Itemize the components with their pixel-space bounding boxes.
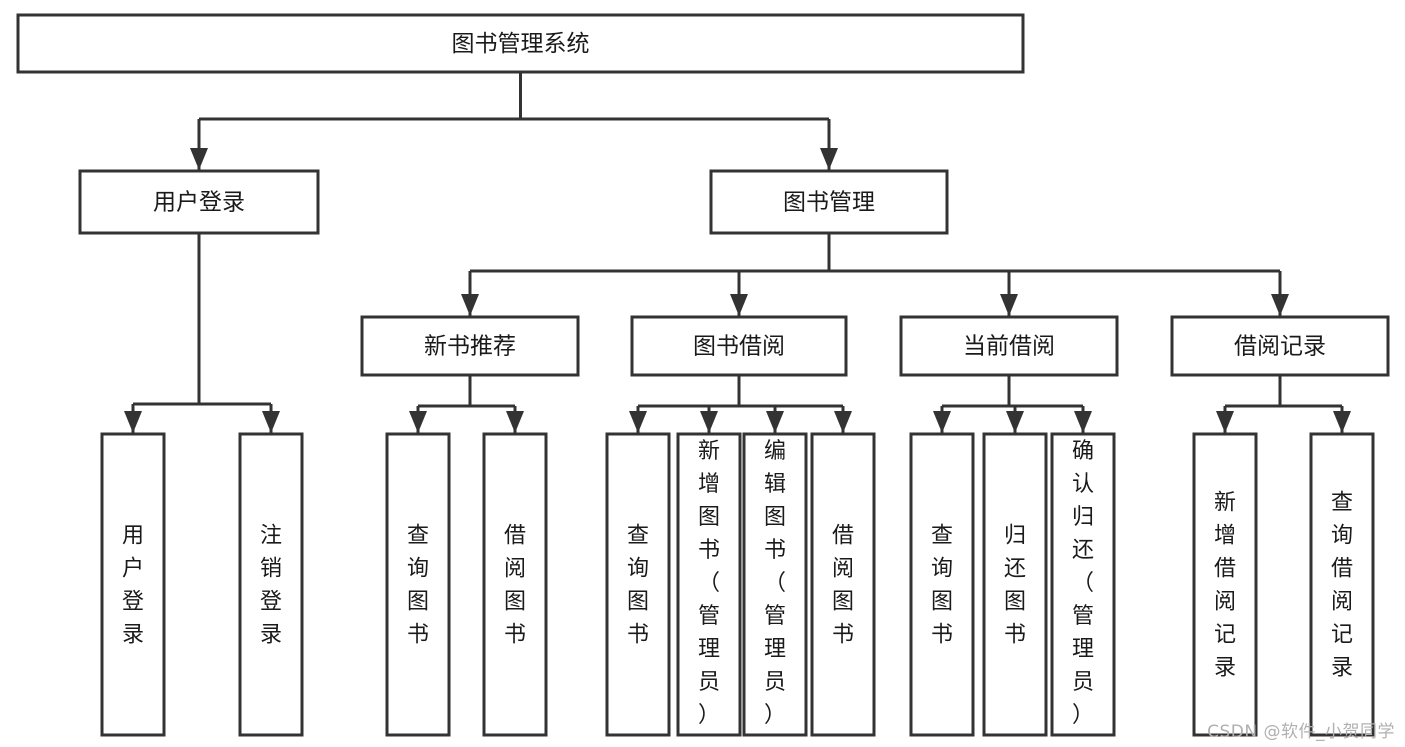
node-label-leaf-borrow-book: 借阅图书 (832, 524, 854, 648)
node-leaf-query-book-cur[interactable]: 查询图书 (909, 432, 975, 737)
arrow-head-icon-leaf-query-book-borrow (629, 411, 647, 433)
arrow-head-icon-book-borrow (730, 294, 748, 316)
arrow-head-icon-leaf-return-book (1006, 411, 1024, 433)
node-label-leaf-add-record: 新增借阅记录 (1214, 491, 1236, 681)
node-leaf-query-book-borrow[interactable]: 查询图书 (605, 432, 671, 737)
edges-layer (124, 72, 1351, 433)
arrow-head-icon-leaf-user-logout (262, 411, 280, 433)
node-label-leaf-add-book: 新增图书（管理员） (698, 439, 720, 728)
node-label-new-book-recommend: 新书推荐 (424, 334, 516, 360)
node-box-current-borrow (899, 315, 1119, 377)
arrow-head-icon-leaf-add-book (700, 411, 718, 433)
node-label-leaf-query-book-borrow: 查询图书 (627, 524, 649, 648)
node-label-leaf-user-login: 用户登录 (122, 524, 144, 648)
node-user-login[interactable]: 用户登录 (78, 169, 320, 235)
node-label-borrow-record: 借阅记录 (1234, 334, 1326, 360)
arrow-head-icon-leaf-borrow-book-rec (506, 411, 524, 433)
node-box-borrow-record (1170, 315, 1390, 377)
arrow-head-icon-new-book-recommend (461, 294, 479, 316)
node-leaf-confirm-return[interactable]: 确认归还（管理员） (1050, 432, 1116, 737)
node-book-borrow[interactable]: 图书借阅 (630, 315, 848, 377)
node-box-leaf-borrow-book-rec (482, 432, 548, 737)
node-box-leaf-edit-book (742, 432, 808, 737)
node-label-leaf-query-book-cur: 查询图书 (931, 524, 953, 648)
node-label-leaf-edit-book: 编辑图书（管理员） (764, 439, 786, 728)
node-box-leaf-add-record (1192, 432, 1258, 737)
node-box-root (16, 13, 1025, 74)
arrow-head-icon-leaf-edit-book (766, 411, 784, 433)
arrow-head-icon-leaf-confirm-return (1074, 411, 1092, 433)
node-box-book-borrow (630, 315, 848, 377)
arrow-head-icon-leaf-query-record (1333, 411, 1351, 433)
node-leaf-user-logout[interactable]: 注销登录 (238, 432, 304, 737)
node-leaf-add-record[interactable]: 新增借阅记录 (1192, 432, 1258, 737)
node-box-leaf-add-book (676, 432, 742, 737)
arrow-head-icon-leaf-query-book-rec (409, 411, 427, 433)
node-leaf-user-login[interactable]: 用户登录 (100, 432, 166, 737)
node-new-book-recommend[interactable]: 新书推荐 (360, 315, 580, 377)
node-leaf-add-book[interactable]: 新增图书（管理员） (676, 432, 742, 737)
node-box-book-manage (709, 169, 949, 235)
node-box-leaf-return-book (982, 432, 1048, 737)
node-leaf-borrow-book-rec[interactable]: 借阅图书 (482, 432, 548, 737)
node-box-leaf-query-book-rec (385, 432, 451, 737)
node-box-user-login (78, 169, 320, 235)
node-borrow-record[interactable]: 借阅记录 (1170, 315, 1390, 377)
nodes-layer: 图书管理系统用户登录图书管理新书推荐图书借阅当前借阅借阅记录用户登录注销登录查询… (16, 13, 1390, 737)
node-label-leaf-confirm-return: 确认归还（管理员） (1072, 439, 1094, 728)
arrow-head-icon-leaf-user-login (124, 411, 142, 433)
node-box-leaf-query-book-cur (909, 432, 975, 737)
node-box-leaf-query-record (1309, 432, 1375, 737)
node-label-root: 图书管理系统 (452, 31, 590, 57)
arrow-head-icon-book-manage (820, 148, 838, 170)
node-leaf-query-record[interactable]: 查询借阅记录 (1309, 432, 1375, 737)
arrow-head-icon-leaf-borrow-book (834, 411, 852, 433)
node-leaf-return-book[interactable]: 归还图书 (982, 432, 1048, 737)
arrow-head-icon-leaf-add-record (1216, 411, 1234, 433)
node-box-new-book-recommend (360, 315, 580, 377)
arrow-head-icon-leaf-query-book-cur (933, 411, 951, 433)
node-leaf-edit-book[interactable]: 编辑图书（管理员） (742, 432, 808, 737)
node-box-leaf-user-logout (238, 432, 304, 737)
arrow-head-icon-borrow-record (1271, 294, 1289, 316)
node-box-leaf-borrow-book (810, 432, 876, 737)
node-label-book-borrow: 图书借阅 (693, 334, 785, 360)
node-leaf-query-book-rec[interactable]: 查询图书 (385, 432, 451, 737)
node-box-leaf-user-login (100, 432, 166, 737)
node-box-leaf-confirm-return (1050, 432, 1116, 737)
node-label-current-borrow: 当前借阅 (963, 334, 1055, 360)
node-label-leaf-user-logout: 注销登录 (260, 524, 282, 648)
node-current-borrow[interactable]: 当前借阅 (899, 315, 1119, 377)
node-book-manage[interactable]: 图书管理 (709, 169, 949, 235)
node-leaf-borrow-book[interactable]: 借阅图书 (810, 432, 876, 737)
node-label-book-manage: 图书管理 (783, 190, 875, 216)
node-root[interactable]: 图书管理系统 (16, 13, 1025, 74)
node-label-leaf-query-book-rec: 查询图书 (407, 524, 429, 648)
arrow-head-icon-current-borrow (1000, 294, 1018, 316)
node-label-leaf-query-record: 查询借阅记录 (1331, 491, 1353, 681)
node-box-leaf-query-book-borrow (605, 432, 671, 737)
node-label-user-login: 用户登录 (153, 190, 245, 216)
node-label-leaf-return-book: 归还图书 (1004, 524, 1026, 648)
node-label-leaf-borrow-book-rec: 借阅图书 (504, 524, 526, 648)
watermark-text: CSDN @软件_小贺同学 (1207, 722, 1395, 742)
arrow-head-icon-user-login (190, 148, 208, 170)
